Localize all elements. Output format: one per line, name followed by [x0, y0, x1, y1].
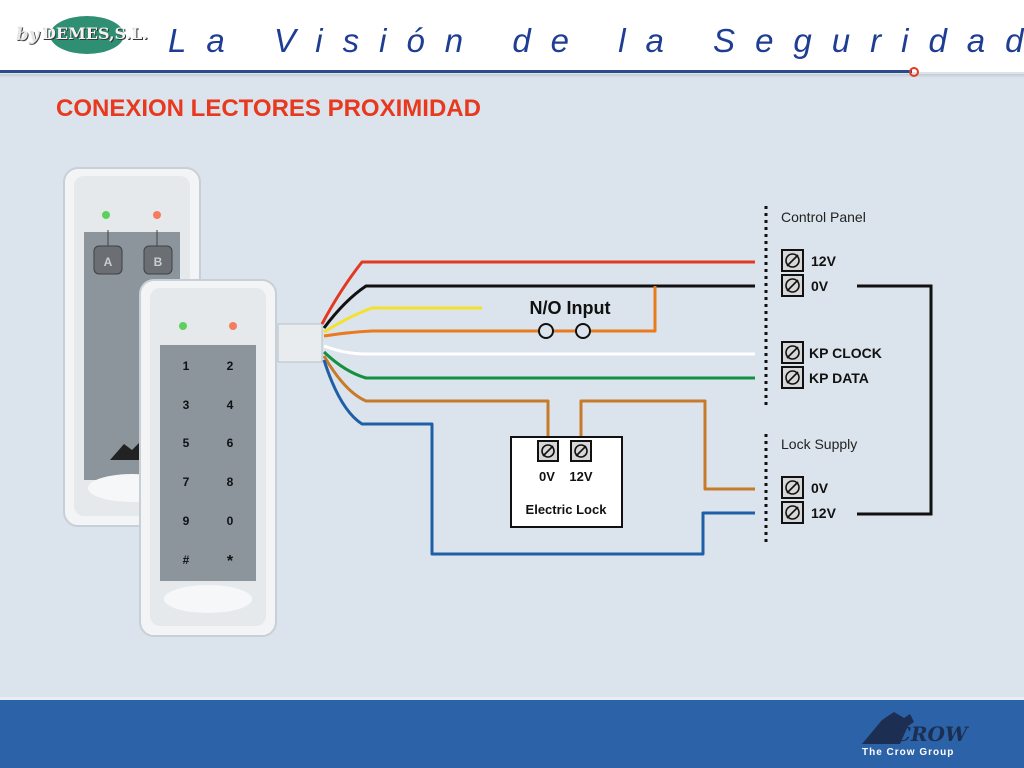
lock-supply-terminals: 0V 12V	[781, 476, 837, 524]
company-logo	[50, 16, 124, 54]
header	[0, 0, 1024, 72]
cp-terminal-0v: 0V	[811, 278, 829, 294]
tagline: La Visión de la Seguridad	[168, 22, 1024, 59]
wire-brown	[322, 355, 550, 437]
wire-black	[322, 284, 755, 329]
key-7: 7	[183, 475, 190, 489]
terminal-screw-icon	[781, 476, 804, 499]
cable-connector	[277, 323, 323, 363]
crow-logo	[862, 712, 914, 744]
wire-blue	[322, 359, 755, 556]
wire-white	[323, 344, 755, 356]
logo-company-name: DEMES,S.L.	[42, 24, 148, 43]
wire-yellow	[323, 306, 482, 334]
lock-supply-title: Lock Supply	[781, 436, 857, 452]
led-green	[179, 322, 187, 330]
control-panel-terminals: 12V 0V KP CLOCK KP DATA	[781, 249, 882, 389]
ground-bridge-wire	[857, 284, 933, 516]
terminal-screw-icon	[781, 341, 804, 364]
led-red	[153, 211, 161, 219]
key-9: 9	[183, 514, 190, 528]
key-1: 1	[183, 359, 190, 373]
key-2: 2	[227, 359, 234, 373]
header-rule	[0, 70, 912, 73]
button-b	[143, 245, 173, 275]
key-8: 8	[227, 475, 234, 489]
button-b-label: B	[154, 255, 163, 269]
electric-lock-label: Electric Lock	[526, 502, 608, 517]
led-red	[229, 322, 237, 330]
wire-orange	[323, 286, 657, 338]
key-hash: #	[183, 553, 190, 567]
ls-terminal-12v: 12V	[811, 505, 837, 521]
no-input-label: N/O Input	[530, 298, 611, 318]
header-shadow	[0, 74, 1024, 78]
button-a-label: A	[104, 255, 113, 269]
terminal-screw-icon	[781, 501, 804, 524]
key-4: 4	[227, 398, 234, 412]
terminal-screw-icon	[781, 274, 804, 297]
key-0: 0	[227, 514, 234, 528]
led-green	[102, 211, 110, 219]
wiring-diagram: A B 1 2 3 4 5 6 7 8 9 0 # * N/O	[63, 67, 933, 637]
wire-brown-2	[579, 399, 755, 491]
reader-b: 1 2 3 4 5 6 7 8 9 0 # *	[139, 279, 277, 637]
rule-end-ring	[909, 67, 919, 77]
control-panel-title: Control Panel	[781, 209, 866, 225]
wire-green	[322, 350, 755, 380]
key-3: 3	[183, 398, 190, 412]
footer-brand: CROW	[895, 722, 968, 746]
wire-red	[320, 260, 755, 325]
lock-terminal-0v-label: 0V	[539, 469, 555, 484]
wires	[320, 260, 755, 556]
lock-terminal-12v-label: 12V	[569, 469, 592, 484]
footer	[0, 697, 1024, 768]
ls-terminal-0v: 0V	[811, 480, 829, 496]
no-input-terminal-2	[575, 323, 591, 339]
key-star: *	[227, 553, 234, 570]
cp-terminal-kp-clock: KP CLOCK	[809, 345, 882, 361]
electric-lock: 0V 12V Electric Lock	[510, 436, 623, 528]
cp-terminal-kp-data: KP DATA	[809, 370, 869, 386]
terminal-screw-icon	[781, 249, 804, 272]
terminal-screw-icon	[781, 366, 804, 389]
page-title: CONEXION LECTORES PROXIMIDAD	[56, 95, 481, 122]
key-6: 6	[227, 436, 234, 450]
key-5: 5	[183, 436, 190, 450]
footer-group: The Crow Group	[862, 747, 955, 758]
crow-mark-icon	[110, 442, 140, 460]
no-input-terminal-1	[538, 323, 554, 339]
button-a	[93, 245, 123, 275]
logo-by-text: by	[16, 24, 40, 45]
cp-terminal-12v: 12V	[811, 253, 837, 269]
